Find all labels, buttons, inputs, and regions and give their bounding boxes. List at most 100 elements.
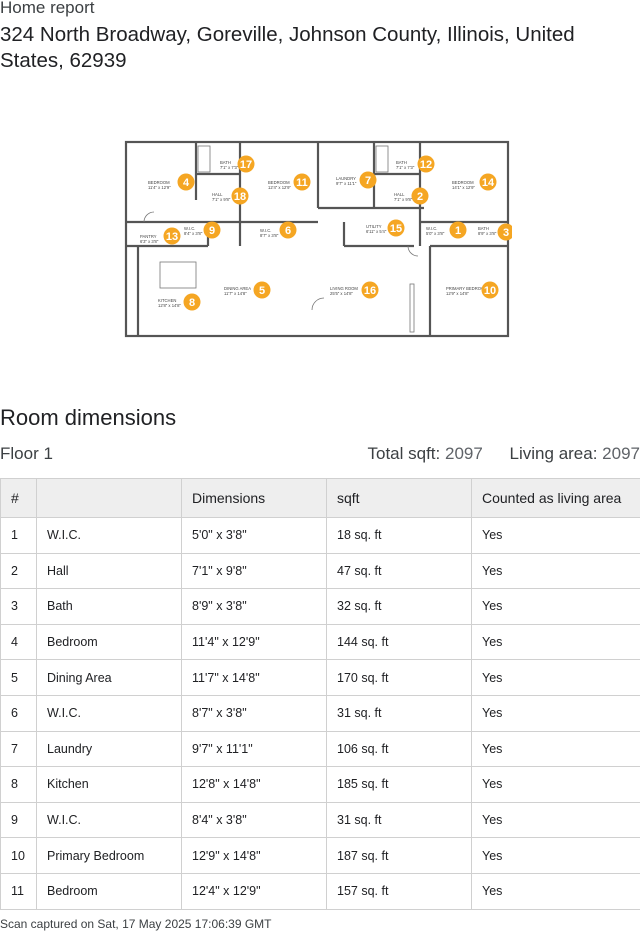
room-name: Dining Area xyxy=(36,659,182,696)
room-badge-circle xyxy=(387,219,405,237)
floor-plan-room-dims: 7'1" x 7'3" xyxy=(396,165,415,170)
room-badge: 7 xyxy=(359,171,377,189)
column-header-number: # xyxy=(0,478,37,518)
room-name: Laundry xyxy=(36,730,182,768)
room-badge: 9 xyxy=(203,221,221,239)
room-badge: 16 xyxy=(361,281,379,299)
room-badge-circle xyxy=(293,173,311,191)
room-sqft: 47 sq. ft xyxy=(326,552,472,590)
room-living-area: Yes xyxy=(471,623,640,661)
table-header-row: # Dimensions sqft Counted as living area xyxy=(0,478,640,518)
floor-plan-room-name: LIVING ROOM xyxy=(330,286,358,291)
room-badge-circle xyxy=(497,223,512,241)
floor-plan-room-dims: 9'7" x 11'1" xyxy=(336,181,357,186)
floor-plan-room-name: PRIMARY BEDROOM xyxy=(446,286,488,291)
floor-plan-room-dims: 5'0" x 3'8" xyxy=(426,231,445,236)
room-badge-number: 13 xyxy=(166,231,178,243)
floor-plan-room-dims: 6'11" x 5'4" xyxy=(366,229,387,234)
room-living-area: Yes xyxy=(471,801,640,839)
room-name: Primary Bedroom xyxy=(36,837,182,874)
room-name: W.I.C. xyxy=(36,801,182,839)
room-number: 3 xyxy=(0,588,37,625)
room-badge-number: 9 xyxy=(209,225,215,237)
column-header-sqft: sqft xyxy=(326,478,472,518)
room-number: 8 xyxy=(0,766,37,803)
floor-plan-room-name: W.I.C. xyxy=(260,228,271,233)
floor-plan-room-name: BEDROOM xyxy=(268,180,290,185)
room-number: 6 xyxy=(0,694,37,732)
floor-plan-room-name: W.I.C. xyxy=(184,226,195,231)
room-number: 1 xyxy=(0,517,37,554)
room-badge-circle xyxy=(481,281,499,299)
room-badge-number: 14 xyxy=(482,177,495,189)
scan-timestamp: Scan captured on Sat, 17 May 2025 17:06:… xyxy=(0,917,272,931)
floor-plan-room-dims: 7'1" x 9'8" xyxy=(394,197,413,202)
room-name: W.I.C. xyxy=(36,517,182,554)
room-sqft: 32 sq. ft xyxy=(326,588,472,625)
room-badge: 14 xyxy=(479,173,497,191)
room-badge-circle xyxy=(237,155,255,173)
room-living-area: Yes xyxy=(471,730,640,768)
floor-plan-room-name: LAUNDRY xyxy=(336,176,356,181)
floor-plan-room-dims: 25'5" x 14'8" xyxy=(330,291,353,296)
room-living-area: Yes xyxy=(471,517,640,554)
living-area-label: Living area: xyxy=(509,444,598,463)
floor-plan-walls xyxy=(124,140,510,338)
living-area-value: 2097 xyxy=(602,444,640,463)
room-living-area: Yes xyxy=(471,766,640,803)
floor-summary: Floor 1 Total sqft: 2097 Living area: 20… xyxy=(0,444,640,468)
room-dimensions-table: # Dimensions sqft Counted as living area… xyxy=(0,478,640,910)
room-dimensions: 5'0" x 3'8" xyxy=(181,517,327,554)
room-badge-circle xyxy=(163,227,181,245)
room-name: Hall xyxy=(36,552,182,590)
room-badge: 2 xyxy=(411,187,429,205)
floor-plan-room-name: HALL xyxy=(212,192,223,197)
room-living-area: Yes xyxy=(471,552,640,590)
room-badge-circle xyxy=(449,221,467,239)
report-label: Home report xyxy=(0,0,95,17)
room-badge: 13 xyxy=(163,227,181,245)
room-badge-number: 5 xyxy=(259,285,265,297)
floor-plan-room-name: KITCHEN xyxy=(158,298,176,303)
room-badge-number: 3 xyxy=(503,227,509,239)
floor-plan: BEDROOM BATH HALL BEDROOM LAUNDRY BATH H… xyxy=(124,140,512,338)
room-badge: 17 xyxy=(237,155,255,173)
floor-plan-room-name: BATH xyxy=(220,160,231,165)
room-badge: 8 xyxy=(183,293,201,311)
room-sqft: 31 sq. ft xyxy=(326,694,472,732)
floor-plan-room-name: DINING AREA xyxy=(224,286,251,291)
room-sqft: 144 sq. ft xyxy=(326,623,472,661)
room-badge-circle xyxy=(361,281,379,299)
room-badge-number: 16 xyxy=(364,285,376,297)
column-header-room xyxy=(36,478,182,518)
room-name: Kitchen xyxy=(36,766,182,803)
floor-plan-room-dims: 8'4" x 3'8" xyxy=(184,231,203,236)
room-badge-number: 6 xyxy=(285,225,291,237)
total-sqft-label: Total sqft: xyxy=(367,444,441,463)
room-badge-number: 10 xyxy=(484,285,496,297)
room-sqft: 170 sq. ft xyxy=(326,659,472,696)
floor-plan-room-name: HALL xyxy=(394,192,405,197)
room-badge-number: 18 xyxy=(234,191,246,203)
room-sqft: 185 sq. ft xyxy=(326,766,472,803)
totals: Total sqft: 2097 Living area: 2097 xyxy=(367,444,640,464)
room-name: Bedroom xyxy=(36,872,182,910)
room-dimensions: 7'1" x 9'8" xyxy=(181,552,327,590)
section-title: Room dimensions xyxy=(0,405,177,430)
room-badge-number: 15 xyxy=(390,223,402,235)
room-number: 5 xyxy=(0,659,37,696)
room-badge-number: 1 xyxy=(455,225,461,237)
column-header-dimensions: Dimensions xyxy=(181,478,327,518)
room-number: 7 xyxy=(0,730,37,768)
room-dimensions: 12'8" x 14'8" xyxy=(181,766,327,803)
floor-plan-room-name: UTILITY xyxy=(366,224,382,229)
room-badge-circle xyxy=(279,221,297,239)
floor-plan-room-dims: 8'7" x 3'8" xyxy=(260,233,279,238)
room-number: 11 xyxy=(0,872,37,910)
